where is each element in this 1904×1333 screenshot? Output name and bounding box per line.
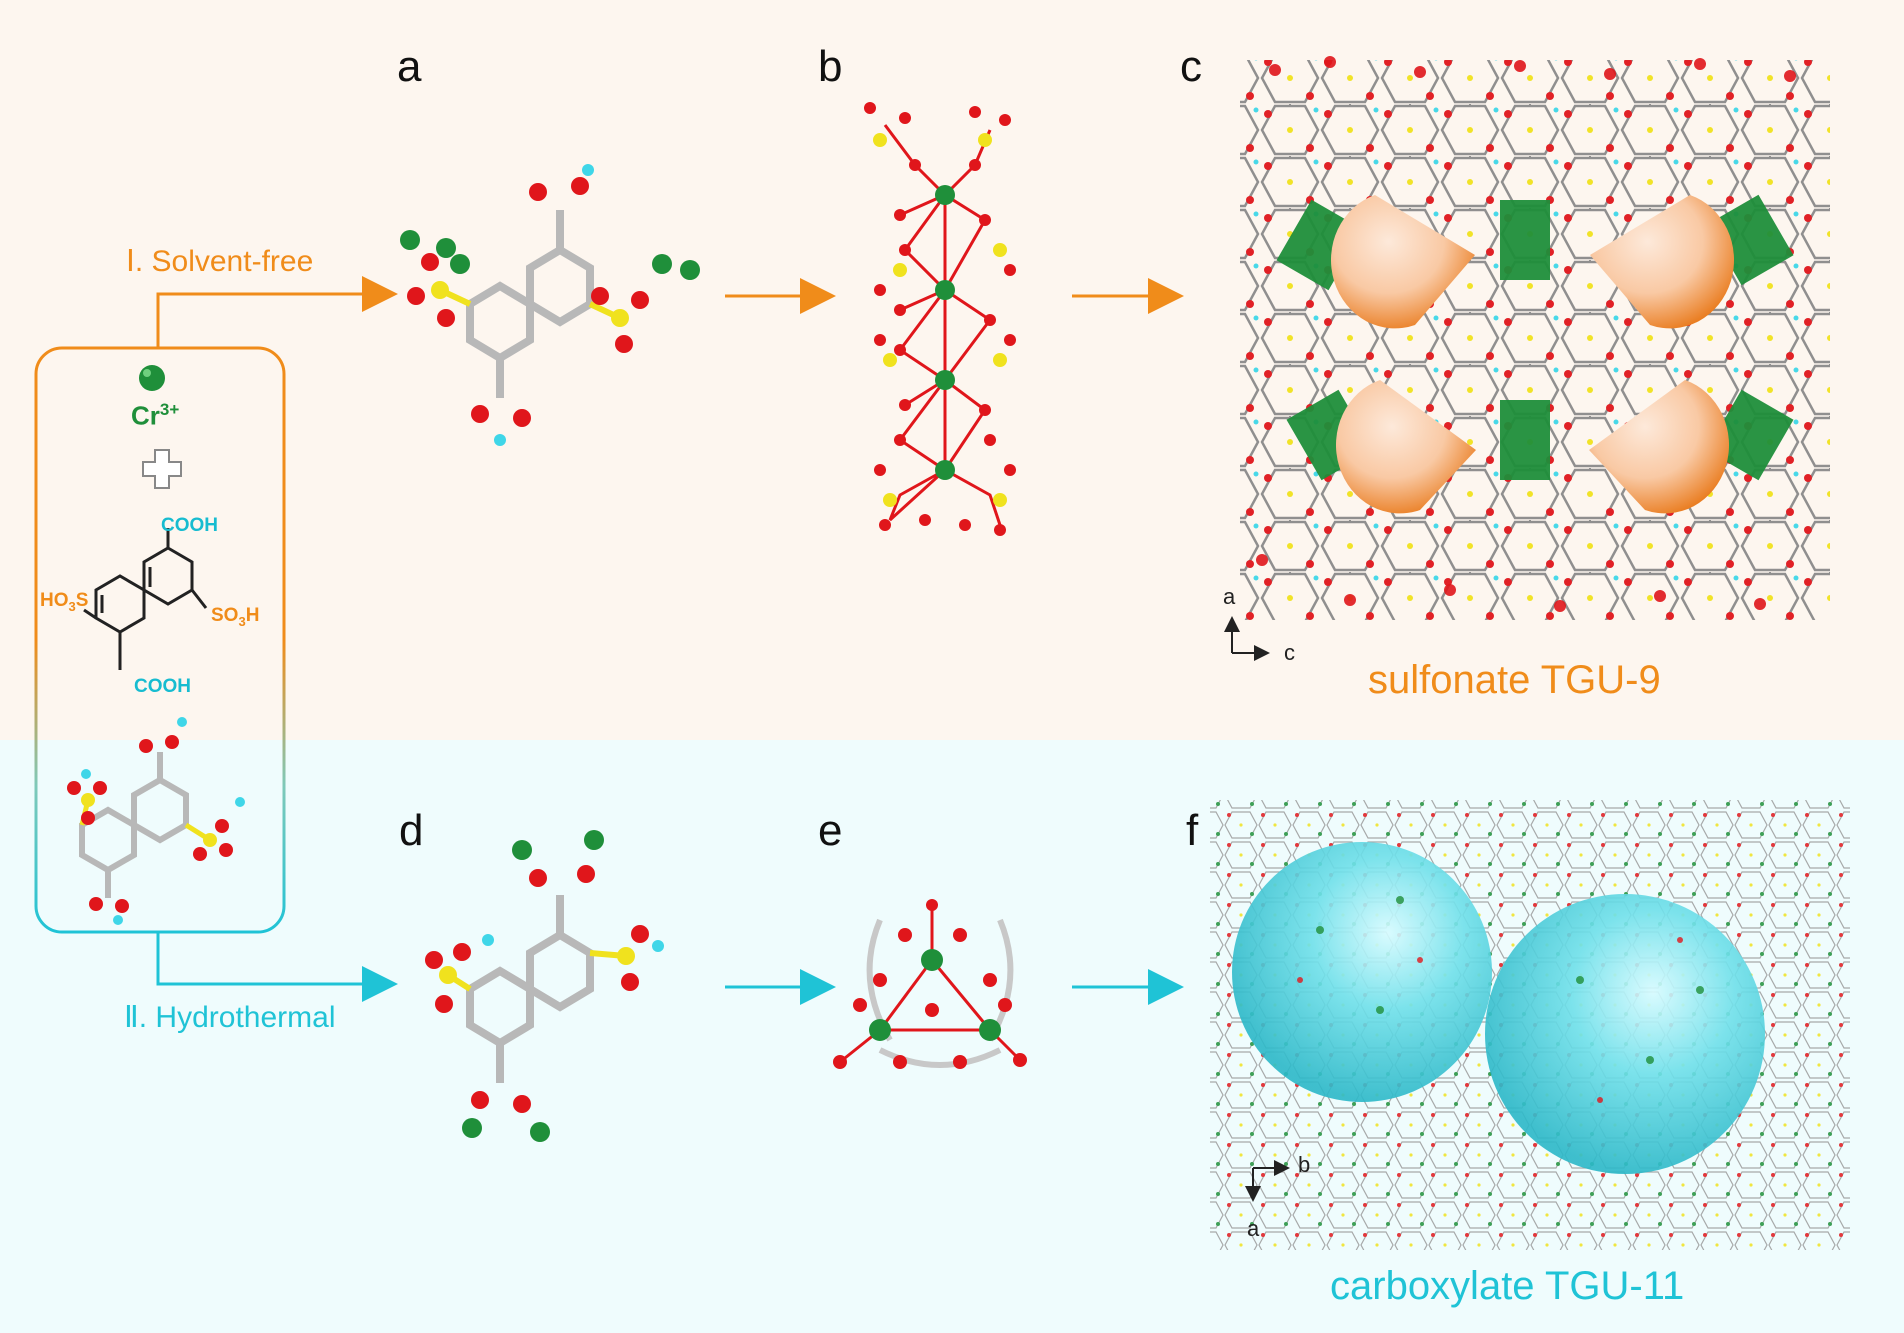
ho3s-label: HO3S (40, 590, 88, 614)
pore-sphere-right (1485, 894, 1765, 1174)
panel-label-e: e (818, 806, 843, 855)
route-two-label: Ⅱ. Hydrothermal (124, 1001, 336, 1034)
pore-bottom-left (1335, 380, 1476, 514)
panel-b-chain (864, 102, 1016, 536)
panel-a-molecule (400, 164, 700, 446)
axis-top-horizontal-label: c (1284, 640, 1295, 665)
naphthalene-structure (83, 528, 208, 670)
caption-carboxylate: carboxylate TGU-11 (1330, 1264, 1685, 1308)
axis-bottom-horizontal-label: b (1298, 1152, 1311, 1177)
panel-f-framework (1210, 800, 1850, 1250)
cooh-top-label: COOH (161, 515, 218, 536)
pore-sphere-left (1232, 842, 1492, 1102)
panel-label-b: b (818, 42, 843, 91)
route-two-arrow (156, 932, 398, 1002)
panel-c-framework (1240, 56, 1830, 620)
chromium-ion-label: Cr3+ (131, 400, 179, 432)
axis-top-vertical-label: a (1223, 584, 1236, 609)
panel-label-d: d (399, 806, 424, 855)
axes-top (1224, 616, 1270, 661)
linker-ball-stick-small (67, 717, 245, 925)
panel-e-cluster (833, 899, 1027, 1069)
route-one-arrow (156, 276, 398, 348)
ho3s-subscript: 3 (68, 598, 76, 614)
ho3s-suffix: S (75, 590, 89, 611)
cooh-bottom-label: COOH (134, 676, 191, 697)
reagent-box (34, 346, 286, 934)
metal-charge: 3+ (159, 400, 180, 419)
pore-top-right (1590, 195, 1735, 329)
plus-icon (142, 449, 182, 489)
chromium-ion-sphere (139, 365, 165, 391)
so3h-prefix: SO (211, 605, 239, 626)
panel-label-a: a (397, 42, 422, 91)
ho3s-prefix: HO (40, 590, 69, 611)
panel-d-molecule (425, 830, 664, 1142)
panel-label-c: c (1180, 42, 1202, 91)
so3h-subscript: 3 (238, 613, 246, 629)
caption-sulfonate: sulfonate TGU-9 (1368, 658, 1661, 702)
axis-bottom-vertical-label: a (1247, 1216, 1260, 1241)
so3h-label: SO3H (211, 605, 259, 629)
axes-bottom (1245, 1160, 1290, 1202)
pore-bottom-right (1589, 380, 1730, 514)
route-one-label: Ⅰ. Solvent-free (126, 245, 314, 278)
so3h-suffix: H (245, 605, 260, 626)
panel-label-f: f (1186, 806, 1199, 855)
metal-symbol: Cr (131, 400, 160, 431)
pore-top-left (1330, 195, 1475, 329)
